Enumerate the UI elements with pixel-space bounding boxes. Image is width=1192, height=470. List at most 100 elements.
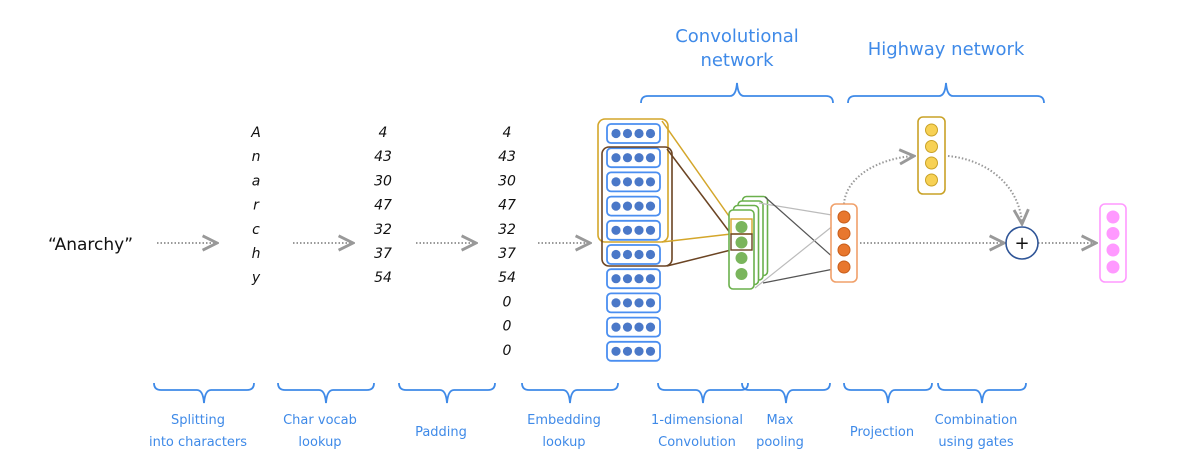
embedding-unit — [634, 128, 644, 139]
embedding-unit — [645, 201, 656, 211]
step-brace — [657, 382, 749, 404]
step-label-line2: lookup — [298, 435, 341, 450]
conv-window-gold — [597, 118, 669, 243]
step-label-group: Padding — [398, 382, 496, 440]
embedding-unit — [622, 346, 633, 356]
embedding-row — [606, 147, 661, 169]
step-label-line1: Char vocab — [283, 413, 357, 428]
embedding-unit — [611, 274, 621, 284]
embedding-unit — [645, 128, 656, 139]
output-vector — [1099, 203, 1127, 283]
embedding-unit — [622, 153, 633, 163]
embedding-unit — [622, 128, 633, 139]
embedding-unit — [634, 201, 644, 211]
vocab-id-cell: 4 — [379, 125, 388, 141]
padded-id-cell: 30 — [498, 173, 516, 189]
embedding-box — [606, 268, 661, 290]
step-brace — [937, 382, 1027, 404]
embedding-unit — [622, 298, 633, 308]
embedding-row — [606, 123, 661, 144]
embedding-unit — [611, 249, 621, 260]
embedding-unit — [622, 201, 633, 211]
step-label-group: Projection — [843, 382, 933, 440]
padded-id-cell: 47 — [498, 198, 516, 214]
character-column: Anarchy — [250, 125, 261, 286]
embedding-unit — [645, 177, 656, 187]
embedding-unit — [622, 322, 633, 332]
character-cell: y — [251, 270, 261, 286]
character-cell: h — [252, 246, 261, 262]
embedding-unit — [622, 274, 633, 284]
projection-unit — [837, 260, 851, 274]
character-cell: A — [250, 125, 261, 141]
feature-unit — [735, 236, 748, 249]
embedding-box — [606, 195, 661, 217]
step-label-line1: Splitting — [171, 413, 225, 428]
output-unit — [1106, 210, 1120, 224]
step-brace — [277, 382, 375, 404]
brown-window-line-bottom — [666, 249, 732, 267]
vocab-id-cell: 47 — [374, 198, 392, 214]
arrow-gate-to-plus — [947, 155, 1022, 224]
character-cell: r — [253, 198, 260, 214]
embedding-unit — [645, 298, 656, 308]
embedding-unit — [611, 153, 621, 163]
step-label-group: Char vocab lookup — [277, 382, 375, 450]
character-cell: n — [252, 149, 261, 165]
embedding-unit — [634, 322, 644, 332]
padded-id-cell: 43 — [498, 149, 516, 165]
embedding-unit — [611, 298, 621, 308]
output-unit — [1106, 227, 1120, 240]
character-cell: a — [252, 173, 261, 189]
embedding-matrix — [606, 123, 661, 362]
step-label-line2: Convolution — [658, 435, 736, 450]
embedding-box — [606, 171, 661, 193]
projection-unit — [837, 227, 851, 240]
embedding-row — [606, 292, 661, 314]
conv-window-brown — [601, 146, 673, 267]
gold-window-line-top — [661, 120, 732, 220]
embedding-box — [606, 292, 661, 314]
padded-id-cell: 32 — [498, 222, 516, 238]
gate-unit — [925, 173, 938, 187]
combine-plus-node — [1005, 226, 1039, 260]
conv-feature-maps — [728, 195, 769, 290]
embedding-unit — [634, 177, 644, 187]
step-label-line2: pooling — [756, 435, 804, 450]
output-unit — [1106, 260, 1120, 274]
vocab-id-cell: 37 — [374, 246, 392, 262]
step-label-line2: lookup — [542, 435, 585, 450]
embedding-unit — [611, 322, 621, 332]
feature-unit — [735, 252, 748, 264]
section-conv-title-2: network — [700, 50, 774, 71]
feature-unit — [735, 221, 748, 233]
embedding-row — [606, 316, 661, 338]
embedding-unit — [634, 153, 644, 163]
vocab-id-cell: 54 — [374, 270, 392, 286]
step-label-line2: using gates — [938, 435, 1014, 450]
embedding-unit — [611, 346, 621, 356]
embedding-unit — [611, 177, 621, 187]
padded-id-cell: 0 — [503, 294, 512, 310]
gate-unit — [925, 123, 938, 137]
brown-window-line-top — [666, 148, 732, 235]
embedding-unit — [611, 201, 621, 211]
pipeline-arrows — [157, 156, 1096, 243]
step-brace — [398, 382, 496, 404]
embedding-box — [606, 316, 661, 338]
embedding-unit — [622, 177, 633, 187]
vocab-id-cell: 43 — [374, 149, 392, 165]
embedding-box — [606, 219, 661, 241]
embedding-row — [606, 340, 661, 362]
step-label-line1: Embedding — [527, 413, 601, 428]
embedding-row — [606, 268, 661, 290]
gate-vector — [917, 116, 946, 195]
output-unit — [1106, 243, 1120, 257]
embedding-unit — [611, 128, 621, 139]
